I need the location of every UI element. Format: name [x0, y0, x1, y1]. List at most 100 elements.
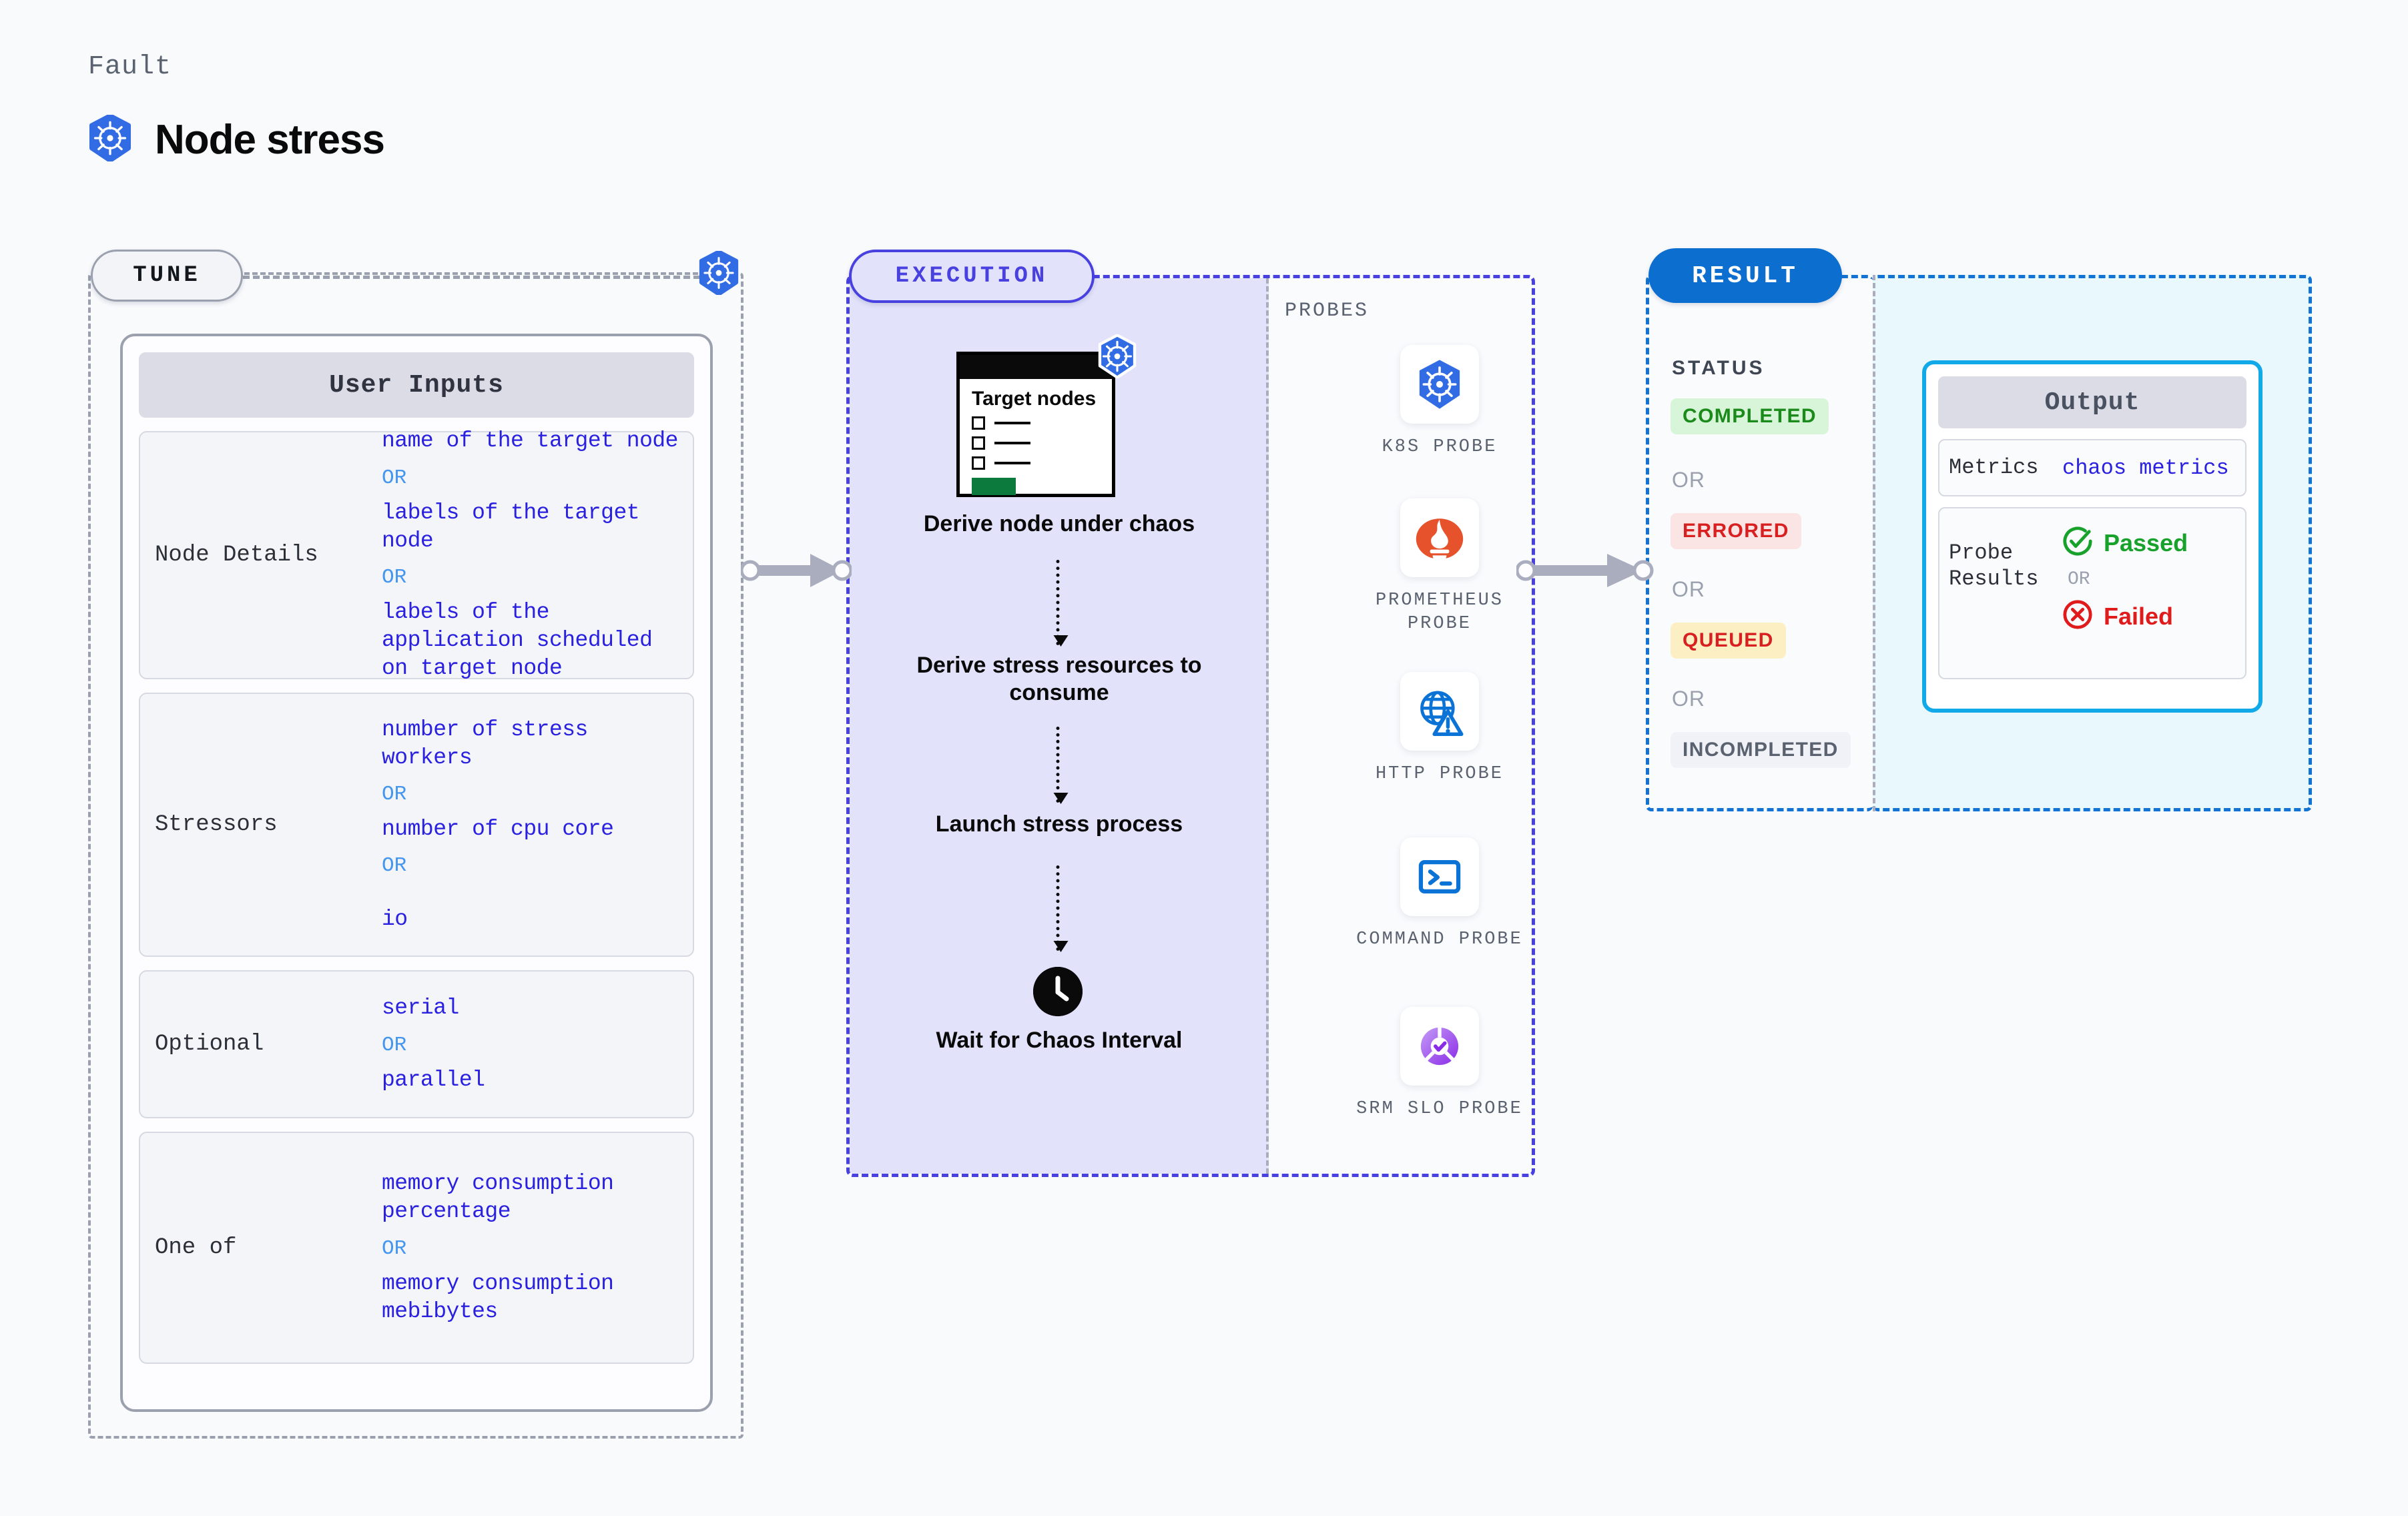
group-separator: OR [382, 1236, 407, 1260]
group-label: One of [155, 1235, 237, 1260]
target-checkbox-row [972, 436, 1112, 450]
probe-label: COMMAND PROBE [1356, 929, 1523, 950]
kubernetes-icon [698, 250, 739, 298]
group-separator: OR [382, 783, 407, 806]
probe-result-label: Failed [2104, 602, 2174, 630]
result-status-region: STATUS COMPLETED OR ERRORED OR QUEUED OR… [1646, 275, 1873, 811]
group-separator: OR [382, 1033, 407, 1057]
probe-item-prometheus[interactable]: PROMETHEUS PROBE [1353, 498, 1526, 636]
input-group-one-of: One of memory consumption percentage OR … [139, 1132, 694, 1364]
group-value: number of cpu core [382, 817, 614, 841]
user-inputs-header: User Inputs [139, 352, 694, 418]
group-value: serial [382, 996, 459, 1021]
checkbox-icon [972, 436, 985, 450]
group-label: Node Details [155, 542, 318, 568]
x-circle-icon [2062, 599, 2093, 633]
result-column-divider [1873, 275, 1875, 811]
kubernetes-icon [1097, 334, 1138, 382]
prometheus-icon [1400, 498, 1479, 577]
probe-label: PROMETHEUS PROBE [1375, 591, 1504, 635]
status-label: STATUS [1672, 357, 1765, 379]
flow-arrow [1053, 727, 1069, 804]
group-label: Optional [155, 1032, 264, 1057]
fault-kicker-label: Fault [88, 52, 172, 82]
status-badge-queued: QUEUED [1671, 623, 1786, 659]
tune-connector-line [243, 276, 710, 279]
execution-panel: Target nodes Deri [846, 275, 1535, 1177]
probe-item-http[interactable]: HTTP PROBE [1353, 672, 1526, 786]
flow-step-label: Wait for Chaos Interval [936, 1028, 1183, 1053]
group-value: labels of the target node [382, 500, 640, 553]
flow-step-label: Launch stress process [935, 811, 1183, 837]
input-group-node-details: Node Details name of the target node OR … [139, 428, 694, 681]
target-card-title: Target nodes [972, 388, 1097, 410]
output-row-value: chaos metrics [2062, 455, 2229, 480]
kubernetes-icon [1400, 345, 1479, 424]
kubernetes-icon [88, 113, 132, 165]
user-inputs-card: User Inputs Node Details name of the tar… [120, 334, 713, 1412]
output-row-label: Probe Results [1949, 540, 2039, 591]
execution-pill[interactable]: EXECUTION [849, 250, 1095, 303]
probe-item-srm-slo[interactable]: SRM SLO PROBE [1353, 1007, 1526, 1121]
checkbox-icon [972, 416, 985, 430]
target-checkbox-row [972, 456, 1112, 470]
clock-icon [1033, 967, 1083, 1016]
flow-arrow [1053, 865, 1069, 952]
check-circle-icon [2062, 526, 2093, 560]
page-title: Node stress [155, 117, 385, 163]
group-value: io [382, 907, 408, 932]
output-row-probe-results: Probe Results Passed OR [1938, 507, 2246, 680]
probes-section-label: PROBES [1285, 300, 1370, 322]
flow-arrow [1053, 560, 1069, 647]
tune-pill[interactable]: TUNE [91, 250, 243, 302]
group-value: parallel [382, 1067, 485, 1092]
tune-panel [88, 272, 743, 1439]
target-card-titlebar [960, 355, 1112, 379]
status-badge-incompleted: INCOMPLETED [1671, 732, 1851, 768]
group-value: memory consumption mebibytes [382, 1270, 614, 1324]
probe-result-failed: Failed [2062, 599, 2188, 633]
probe-label: SRM SLO PROBE [1356, 1099, 1523, 1119]
group-value: number of stress workers [382, 717, 588, 770]
status-separator: OR [1672, 687, 1705, 711]
output-row-label: Metrics [1949, 455, 2039, 480]
probe-label: HTTP PROBE [1375, 764, 1504, 784]
arrow-execution-to-result [1515, 550, 1657, 595]
group-value: memory consumption percentage [382, 1171, 614, 1224]
target-checkbox-row [972, 416, 1112, 430]
checkbox-icon [972, 456, 985, 470]
status-badge-completed: COMPLETED [1671, 398, 1829, 434]
group-label: Stressors [155, 812, 278, 837]
terminal-icon [1400, 837, 1479, 916]
group-separator: OR [382, 466, 407, 490]
probe-result-separator: OR [2068, 569, 2090, 591]
probe-item-command[interactable]: COMMAND PROBE [1353, 837, 1526, 952]
input-group-stressors: Stressors number of stress workers OR nu… [139, 693, 694, 957]
status-separator: OR [1672, 468, 1705, 492]
probe-label: K8S PROBE [1382, 437, 1498, 457]
group-value: name of the target node [382, 428, 678, 454]
group-separator: OR [382, 854, 407, 878]
execution-flow-column: Target nodes Deri [850, 278, 1269, 1174]
probes-column: PROBES K8S PROBE [1269, 278, 1532, 1174]
status-badge-errored: ERRORED [1671, 513, 1801, 549]
result-pill[interactable]: RESULT [1648, 248, 1842, 303]
target-nodes-card: Target nodes [956, 334, 1137, 497]
globe-warning-icon [1400, 672, 1479, 751]
arrow-tune-to-execution [739, 550, 853, 595]
output-card: Output Metrics chaos metrics Probe Resul… [1922, 360, 2263, 713]
fault-title-row: Node stress [88, 113, 385, 165]
flow-step-label: Derive stress resources to consume [916, 653, 1202, 706]
output-row-metrics: Metrics chaos metrics [1938, 439, 2246, 497]
flow-step-label: Derive node under chaos [923, 511, 1195, 536]
status-separator: OR [1672, 577, 1705, 601]
probe-result-label: Passed [2104, 528, 2188, 556]
probe-result-passed: Passed [2062, 526, 2188, 560]
group-value: labels of the application scheduled on t… [382, 600, 653, 681]
slo-donut-check-icon [1400, 1007, 1479, 1086]
group-separator: OR [382, 566, 407, 589]
input-group-optional: Optional serial OR parallel [139, 970, 694, 1118]
target-card-action [972, 478, 1016, 496]
probe-item-k8s[interactable]: K8S PROBE [1353, 345, 1526, 459]
output-card-header: Output [1938, 376, 2246, 428]
